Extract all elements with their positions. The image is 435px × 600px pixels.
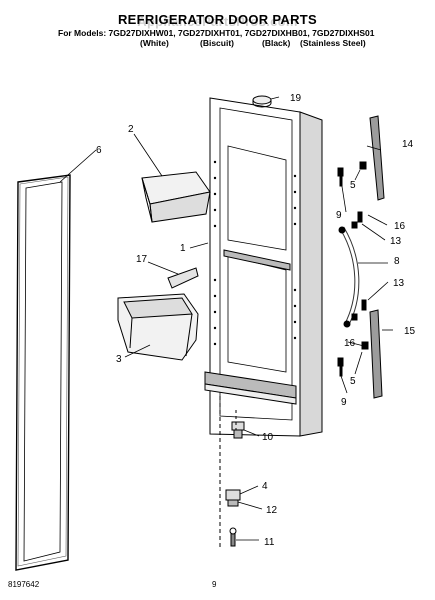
- dairy-door: [141, 171, 211, 223]
- door-handle: [338, 226, 360, 328]
- callout-11: 11: [264, 537, 275, 548]
- callout-16-upper: 16: [394, 221, 406, 232]
- callout-6: 6: [96, 145, 102, 156]
- callout-19: 19: [290, 93, 302, 104]
- finishes-row: (White) (Biscuit) (Black) (Stainless Ste…: [0, 38, 435, 50]
- callout-5-lower: 5: [350, 376, 356, 387]
- upper-trim: [369, 115, 385, 201]
- finish-stainless: (Stainless Steel): [300, 38, 366, 48]
- page-title: REFRIGERATOR DOOR PARTS: [117, 12, 318, 27]
- callout-13-lower: 13: [393, 278, 405, 289]
- door-assembly: [204, 97, 323, 437]
- finish-biscuit: (Biscuit): [200, 38, 234, 48]
- callout-1: 1: [180, 243, 186, 254]
- callout-8: 8: [394, 256, 400, 267]
- callout-9-lower: 9: [341, 397, 347, 408]
- watermark: AppliancePartsPros.com: [137, 14, 298, 29]
- callout-5-upper: 5: [350, 180, 356, 191]
- finish-black: (Black): [262, 38, 291, 48]
- callout-15: 15: [404, 326, 416, 337]
- door-plug: [252, 95, 272, 108]
- lower-trim: [369, 309, 383, 399]
- document-number: 8197642: [8, 580, 40, 589]
- callout-3: 3: [116, 354, 122, 365]
- lower-hinge-parts: [219, 396, 245, 550]
- door-gasket: [15, 174, 71, 571]
- callout-12: 12: [266, 505, 278, 516]
- callout-13-upper: 13: [390, 236, 402, 247]
- callout-2: 2: [128, 124, 134, 135]
- leader-lines: [59, 96, 393, 541]
- callout-17: 17: [136, 254, 148, 265]
- callout-9-upper: 9: [336, 210, 342, 221]
- callout-14: 14: [402, 139, 414, 150]
- finish-white: (White): [140, 38, 169, 48]
- handle-hardware: [337, 161, 369, 377]
- dairy-hinge: [167, 267, 199, 289]
- callout-16-lower: 16: [344, 338, 356, 349]
- callout-4: 4: [262, 481, 268, 492]
- callout-10: 10: [262, 432, 274, 443]
- page-number: 9: [212, 580, 217, 589]
- callouts: 19 2 6 14 5 9 16 13 1 8 17 13 15 3 16 5 …: [96, 93, 416, 548]
- models-line: For Models: 7GD27DIXHW01, 7GD27DIXHT01, …: [58, 28, 375, 38]
- door-bin: [117, 293, 199, 361]
